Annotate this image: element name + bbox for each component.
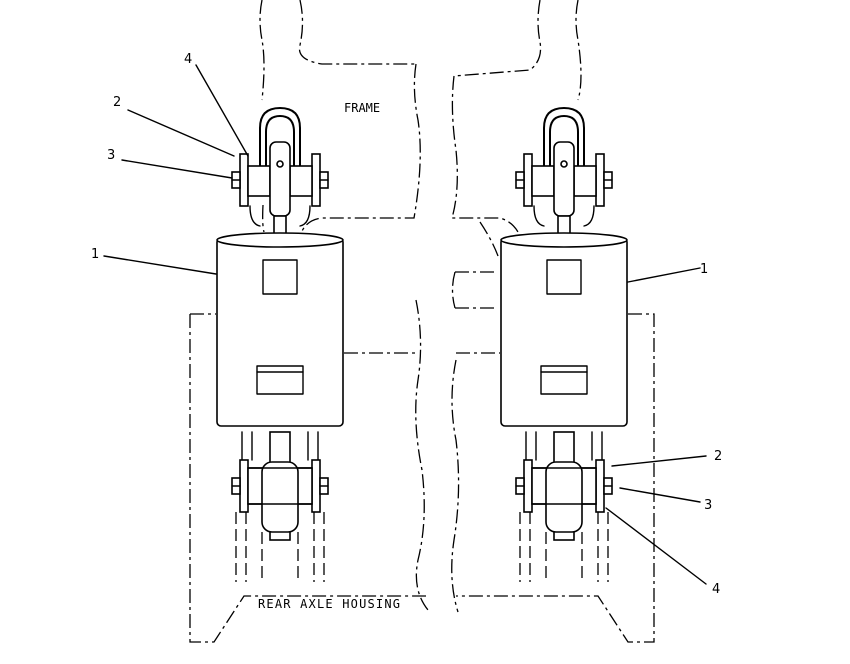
callout-right-2: 2 <box>714 449 722 464</box>
callout-right-1: 1 <box>700 262 708 277</box>
callout-left-4: 4 <box>184 52 192 67</box>
left-suspension-cylinder <box>216 107 344 583</box>
callout-right-3: 3 <box>704 498 712 513</box>
frame-label: FRAME <box>344 101 380 115</box>
rear-axle-housing-label: REAR AXLE HOUSING <box>258 597 400 611</box>
leader-lines <box>103 64 707 585</box>
callout-left-1: 1 <box>91 247 99 262</box>
frame-outline <box>189 0 655 643</box>
callout-right-4: 4 <box>712 582 720 597</box>
right-suspension-cylinder <box>500 107 628 583</box>
callout-left-2: 2 <box>113 95 121 110</box>
callout-left-3: 3 <box>107 148 115 163</box>
